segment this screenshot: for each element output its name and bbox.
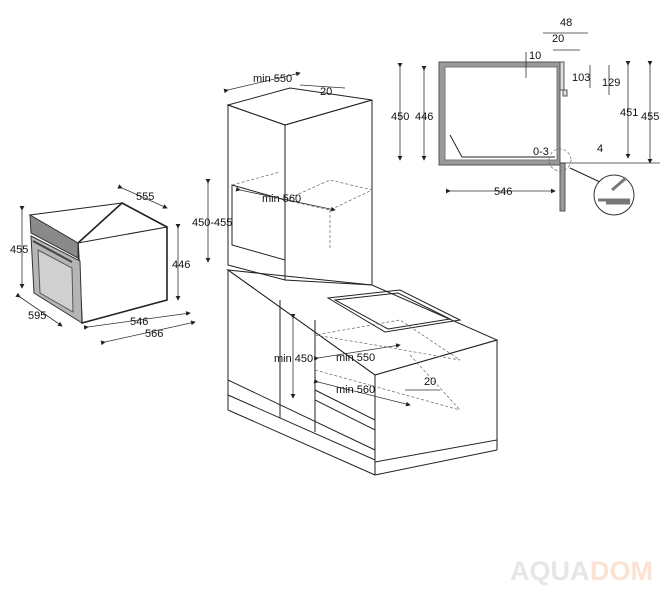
oven-dimensions: 555 455 446 595 546 566	[10, 184, 196, 346]
dim-103: 103	[572, 72, 590, 84]
dim-451: 451	[620, 107, 638, 119]
dim-450-455: 450-455	[192, 217, 232, 229]
dim-10: 10	[529, 50, 541, 62]
dim-20-under: 20	[424, 376, 436, 388]
section-illustration	[438, 61, 635, 216]
dim-566: 566	[145, 328, 163, 340]
dim-min-550-top: min 550	[253, 73, 292, 85]
oven-illustration	[28, 202, 169, 325]
cabinet-illustration	[226, 87, 499, 476]
dim-546: 546	[130, 316, 148, 328]
dim-48: 48	[560, 17, 572, 29]
section-dimensions: 48 20 10 450 446 103 129 451 455 0-3 4 5…	[391, 17, 660, 198]
dim-446: 446	[172, 259, 190, 271]
dim-450-section: 450	[391, 111, 409, 123]
cabinet-dimensions: min 550 20 450-455 min 560 min 450 min 5…	[192, 71, 440, 407]
dim-555: 555	[136, 191, 154, 203]
dim-129: 129	[602, 77, 620, 89]
dim-455-section: 455	[641, 111, 659, 123]
dim-455: 455	[10, 244, 28, 256]
watermark: AQUA DOM	[510, 556, 653, 586]
dim-20-top: 20	[320, 86, 332, 98]
dim-20-section: 20	[552, 33, 564, 45]
dim-min-560-under: min 560	[336, 384, 375, 396]
dim-446-section: 446	[415, 111, 433, 123]
dim-min-550-under: min 550	[336, 352, 375, 364]
dim-min-450: min 450	[274, 353, 313, 365]
dim-0-3: 0-3	[533, 146, 549, 158]
dim-min-560-niche: min 560	[262, 193, 301, 205]
dim-595: 595	[28, 310, 46, 322]
watermark-dom: DOM	[590, 556, 653, 586]
dim-4: 4	[597, 143, 603, 155]
dim-546-section: 546	[494, 186, 512, 198]
watermark-aqua: AQUA	[510, 556, 590, 586]
